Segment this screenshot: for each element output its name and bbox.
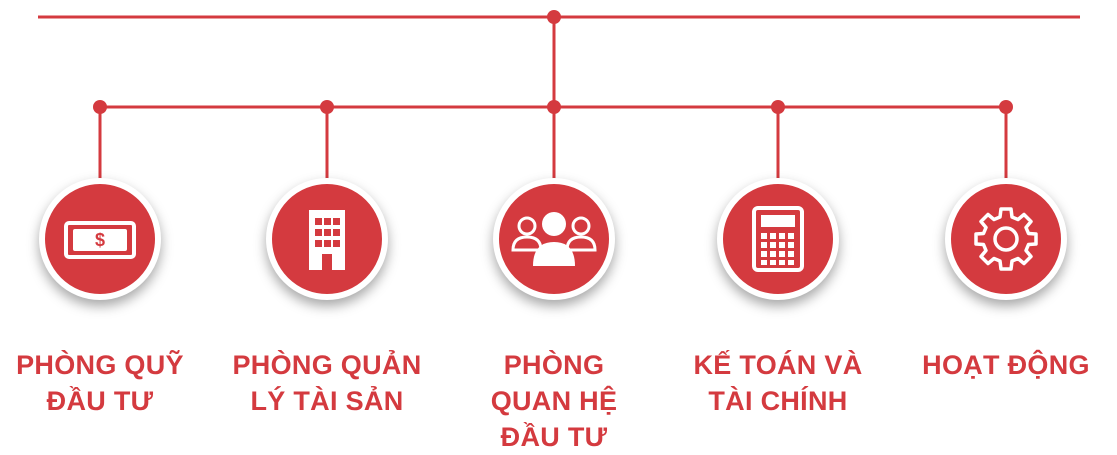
building-icon — [309, 210, 345, 270]
money-bill-icon: $ — [64, 221, 136, 259]
calculator-icon — [752, 206, 804, 272]
dept-icon-circle — [717, 178, 839, 300]
dept-operations: HOẠT ĐỘNG — [901, 178, 1111, 383]
dept-investor-relations: PHÒNG QUAN HỆ ĐẦU TƯ — [449, 178, 659, 455]
dept-label: PHÒNG QUỸ ĐẦU TƯ — [16, 350, 184, 416]
dept-icon-circle — [945, 178, 1067, 300]
dept-icon-circle: $ — [39, 178, 161, 300]
people-group-icon — [511, 212, 597, 266]
dept-label: HOẠT ĐỘNG — [922, 350, 1090, 380]
dept-label: KẾ TOÁN VÀ TÀI CHÍNH — [693, 350, 863, 416]
node-dot — [320, 100, 334, 114]
node-dot — [93, 100, 107, 114]
node-dot — [547, 10, 561, 24]
dept-investment-fund: $ PHÒNG QUỸ ĐẦU TƯ — [0, 178, 205, 419]
dept-label: PHÒNG QUẢN LÝ TÀI SẢN — [232, 350, 422, 416]
dept-label: PHÒNG QUAN HỆ ĐẦU TƯ — [490, 350, 618, 452]
node-dot — [999, 100, 1013, 114]
svg-text:$: $ — [95, 230, 105, 250]
gear-icon — [974, 207, 1038, 271]
dept-accounting-finance: KẾ TOÁN VÀ TÀI CHÍNH — [673, 178, 883, 419]
node-dot — [771, 100, 785, 114]
dept-icon-circle — [493, 178, 615, 300]
dept-icon-circle — [266, 178, 388, 300]
dept-asset-management: PHÒNG QUẢN LÝ TÀI SẢN — [222, 178, 432, 419]
node-dot — [547, 100, 561, 114]
